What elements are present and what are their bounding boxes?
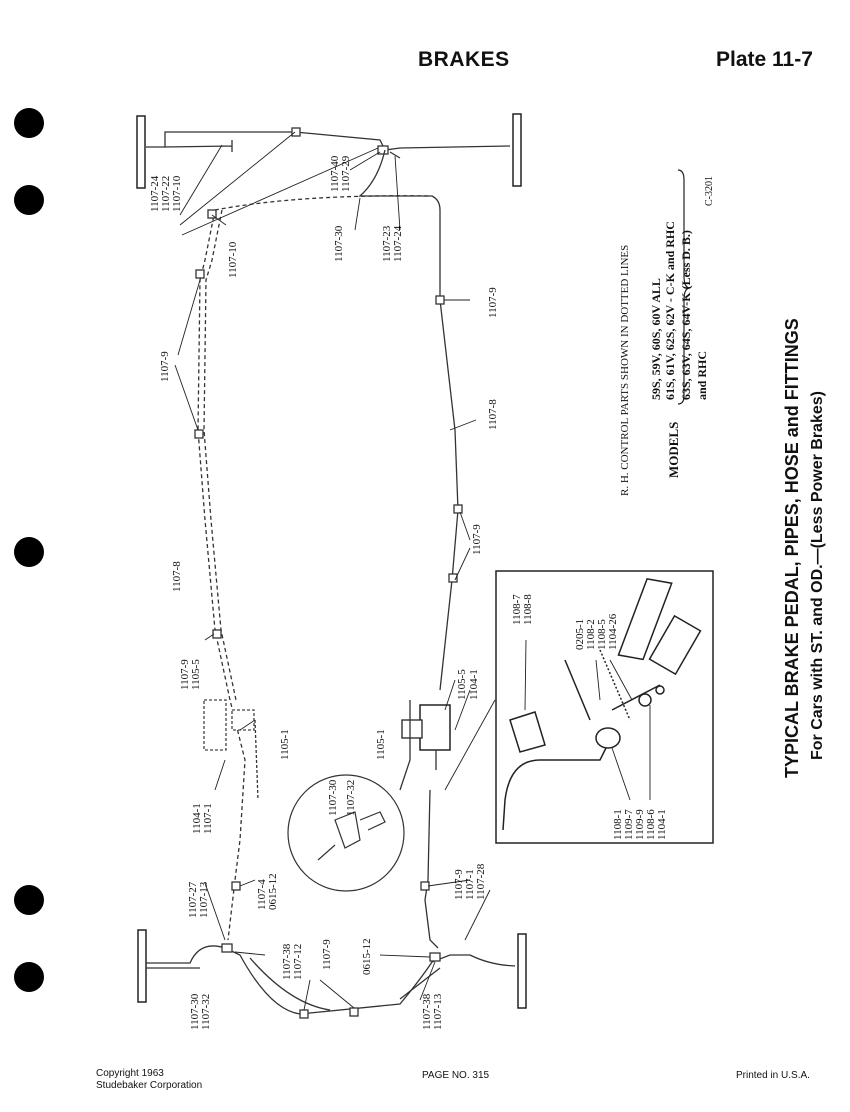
callout-right-1107-9-mid: 1107-9 bbox=[471, 524, 483, 555]
callout-top-right-a: 1107-40 1107-29 bbox=[329, 153, 352, 192]
binder-hole-1 bbox=[14, 108, 44, 138]
pedal-pad bbox=[509, 711, 546, 753]
page-number: PAGE NO. 315 bbox=[422, 1070, 490, 1081]
main-line-lower bbox=[424, 789, 439, 949]
models-line-3: 63S, 63V, 64S, 64V-K (Less D. B.) bbox=[679, 230, 693, 400]
right-front-drum bbox=[512, 113, 522, 187]
main-line-right bbox=[358, 149, 459, 691]
front-pipe-2 bbox=[164, 140, 401, 159]
printed-in: Printed in U.S.A. bbox=[736, 1070, 810, 1081]
callout-bottom-1107-9: 1107-9 bbox=[321, 939, 333, 970]
callout-inset-1108-7-8: 1108-7 1108-8 bbox=[511, 591, 534, 625]
copyright-line-1: Copyright 1963 bbox=[96, 1068, 164, 1079]
linkage-rod bbox=[564, 659, 591, 721]
binder-hole-3 bbox=[14, 537, 44, 567]
callout-left-1107-8: 1107-8 bbox=[171, 561, 183, 592]
right-rear-drum bbox=[517, 933, 527, 1009]
rh-control-note: R. H. CONTROL PARTS SHOWN IN DOTTED LINE… bbox=[619, 245, 631, 496]
callout-right-1107-9-1-28: 1107-9 1107-1 1107-28 bbox=[453, 863, 487, 900]
callout-right-1107-8: 1107-8 bbox=[487, 399, 499, 430]
models-line-1: 59S, 59V, 60S, 60V ALL bbox=[649, 278, 663, 400]
callout-left-1105-1: 1105-1 bbox=[279, 729, 291, 760]
drawing-code: C-3201 bbox=[704, 176, 715, 206]
left-rear-drum bbox=[137, 929, 147, 1003]
fitting-detail-circle bbox=[287, 774, 405, 892]
brake-pedal-arm bbox=[502, 739, 611, 831]
callout-left-1107-9-upper: 1107-9 bbox=[159, 351, 171, 382]
hydraulic-lines bbox=[136, 113, 527, 1019]
pedal-inset bbox=[495, 570, 714, 844]
callout-bottom-0615-12: 0615-12 bbox=[361, 938, 373, 975]
callout-left-1107-4-0615-12: 1107-4 0615-12 bbox=[256, 873, 279, 910]
models-label: MODELS bbox=[666, 422, 681, 478]
callout-inset-top-group: 0205-1 1108-2 1108-5 1104-26 bbox=[574, 613, 619, 650]
mount-bracket bbox=[617, 578, 673, 661]
models-line-4: and RHC bbox=[695, 351, 709, 400]
callout-top-left-group: 1107-24 1107-22 1107-10 bbox=[149, 173, 183, 212]
front-pipe bbox=[146, 131, 511, 151]
callout-right-1105-1: 1105-1 bbox=[375, 729, 387, 760]
caption: TYPICAL BRAKE PEDAL, PIPES, HOSE and FIT… bbox=[782, 318, 826, 778]
callout-left-1104-1-1107-1: 1104-1 1107-1 bbox=[191, 800, 214, 834]
models-line-2: 61S, 61V, 62S, 62V - C-K and RHC bbox=[663, 221, 677, 400]
models-brace bbox=[677, 169, 691, 405]
callout-detail-1107-30-32: 1107-30 1107-32 bbox=[327, 777, 357, 816]
leader-lines bbox=[174, 131, 651, 1011]
callout-right-1107-9-upper: 1107-9 bbox=[487, 287, 499, 318]
caption-title: TYPICAL BRAKE PEDAL, PIPES, HOSE and FIT… bbox=[782, 318, 802, 778]
callout-inset-bottom-group: 1108-1 1109-7 1109-9 1108-6 1104-1 bbox=[612, 806, 668, 840]
callout-labels: 1107-24 1107-22 1107-10 1107-10 1107-40 … bbox=[149, 153, 668, 1030]
plate-number: Plate 11-7 bbox=[716, 48, 813, 71]
callout-bottom-1107-30-32: 1107-30 1107-32 bbox=[189, 991, 212, 1030]
copyright: Copyright 1963 Studebaker Corporation bbox=[96, 1068, 202, 1092]
return-spring bbox=[599, 649, 631, 721]
callout-right-1105-5-1104-1: 1105-5 1104-1 bbox=[456, 666, 480, 700]
callout-bottom-1107-38-13: 1107-38 1107-13 bbox=[421, 991, 444, 1030]
left-front-drum bbox=[136, 115, 146, 189]
callout-left-1107-9-1105-5: 1107-9 1105-5 bbox=[179, 656, 202, 690]
callout-bottom-1107-38-12: 1107-38 1107-12 bbox=[281, 941, 304, 980]
notes-block: R. H. CONTROL PARTS SHOWN IN DOTTED LINE… bbox=[619, 169, 715, 496]
master-cylinder bbox=[419, 704, 451, 751]
callout-1107-10: 1107-10 bbox=[227, 241, 239, 278]
callout-top-right-b: 1107-30 bbox=[333, 225, 345, 262]
copyright-line-2: Studebaker Corporation bbox=[96, 1080, 203, 1091]
binder-hole-5 bbox=[14, 962, 44, 992]
callout-left-1107-27-13: 1107-27 1107-13 bbox=[187, 879, 210, 918]
binder-hole-2 bbox=[14, 185, 44, 215]
rh-master-cylinder bbox=[203, 699, 227, 751]
callout-top-right-c: 1107-23 1107-24 bbox=[381, 223, 404, 262]
inset-master-cylinder bbox=[648, 614, 702, 676]
binder-hole-4 bbox=[14, 885, 44, 915]
caption-subtitle: For Cars with ST. and OD.—(Less Power Br… bbox=[809, 391, 826, 760]
section-title: BRAKES bbox=[418, 48, 510, 71]
